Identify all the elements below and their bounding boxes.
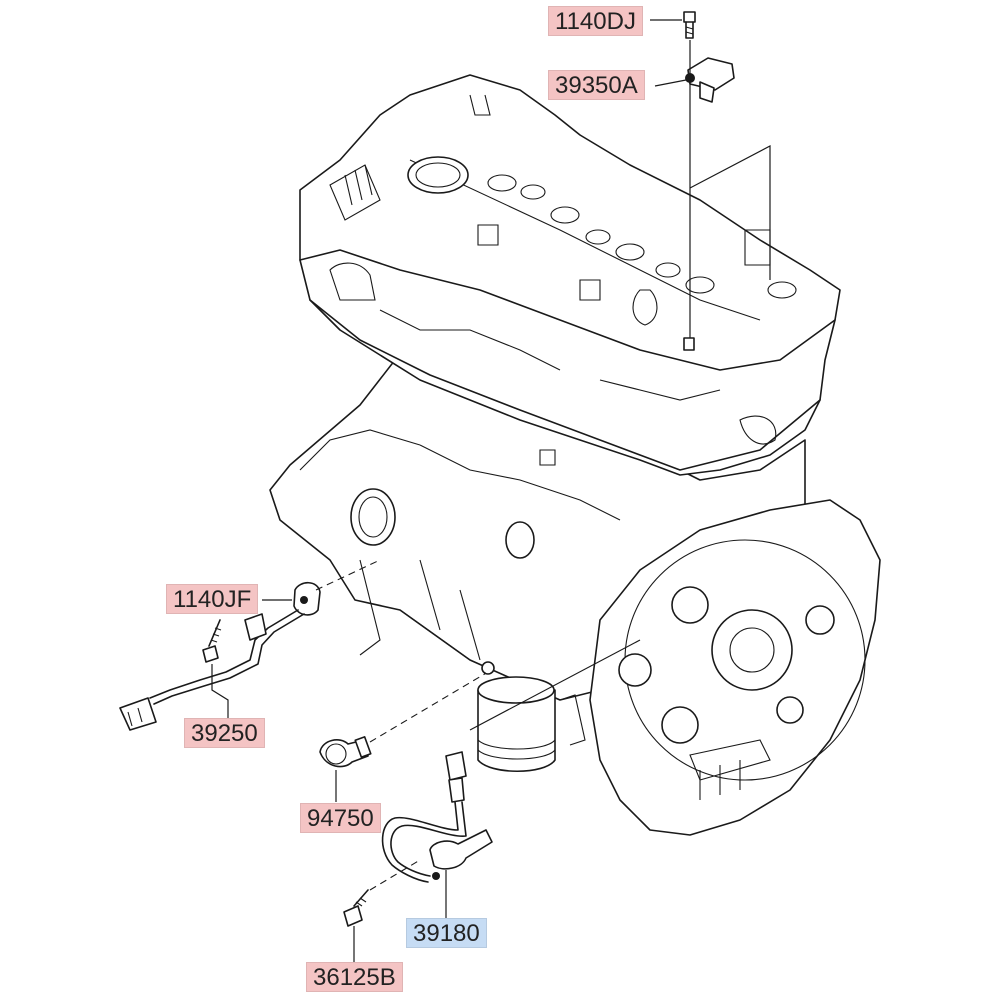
oil-pressure-switch-94750-part	[319, 736, 372, 768]
bolt-36125b-part	[343, 889, 369, 927]
knock-sensor-39250-part	[119, 581, 321, 731]
label-1140dj[interactable]: 1140DJ	[548, 6, 643, 36]
label-36125b[interactable]: 36125B	[306, 962, 403, 992]
label-39180[interactable]: 39180	[406, 918, 487, 948]
bolt-1140dj-part	[683, 11, 696, 39]
engine-assembly	[269, 74, 881, 836]
oil-filter	[477, 676, 556, 773]
label-1140jf[interactable]: 1140JF	[166, 584, 259, 614]
label-39350a[interactable]: 39350A	[548, 70, 645, 100]
bolt-1140jf-part	[202, 619, 222, 663]
crank-sensor-39180-part	[381, 751, 493, 883]
label-39250[interactable]: 39250	[184, 718, 265, 748]
label-94750[interactable]: 94750	[300, 803, 381, 833]
cam-sensor-39350a-part	[685, 57, 735, 103]
